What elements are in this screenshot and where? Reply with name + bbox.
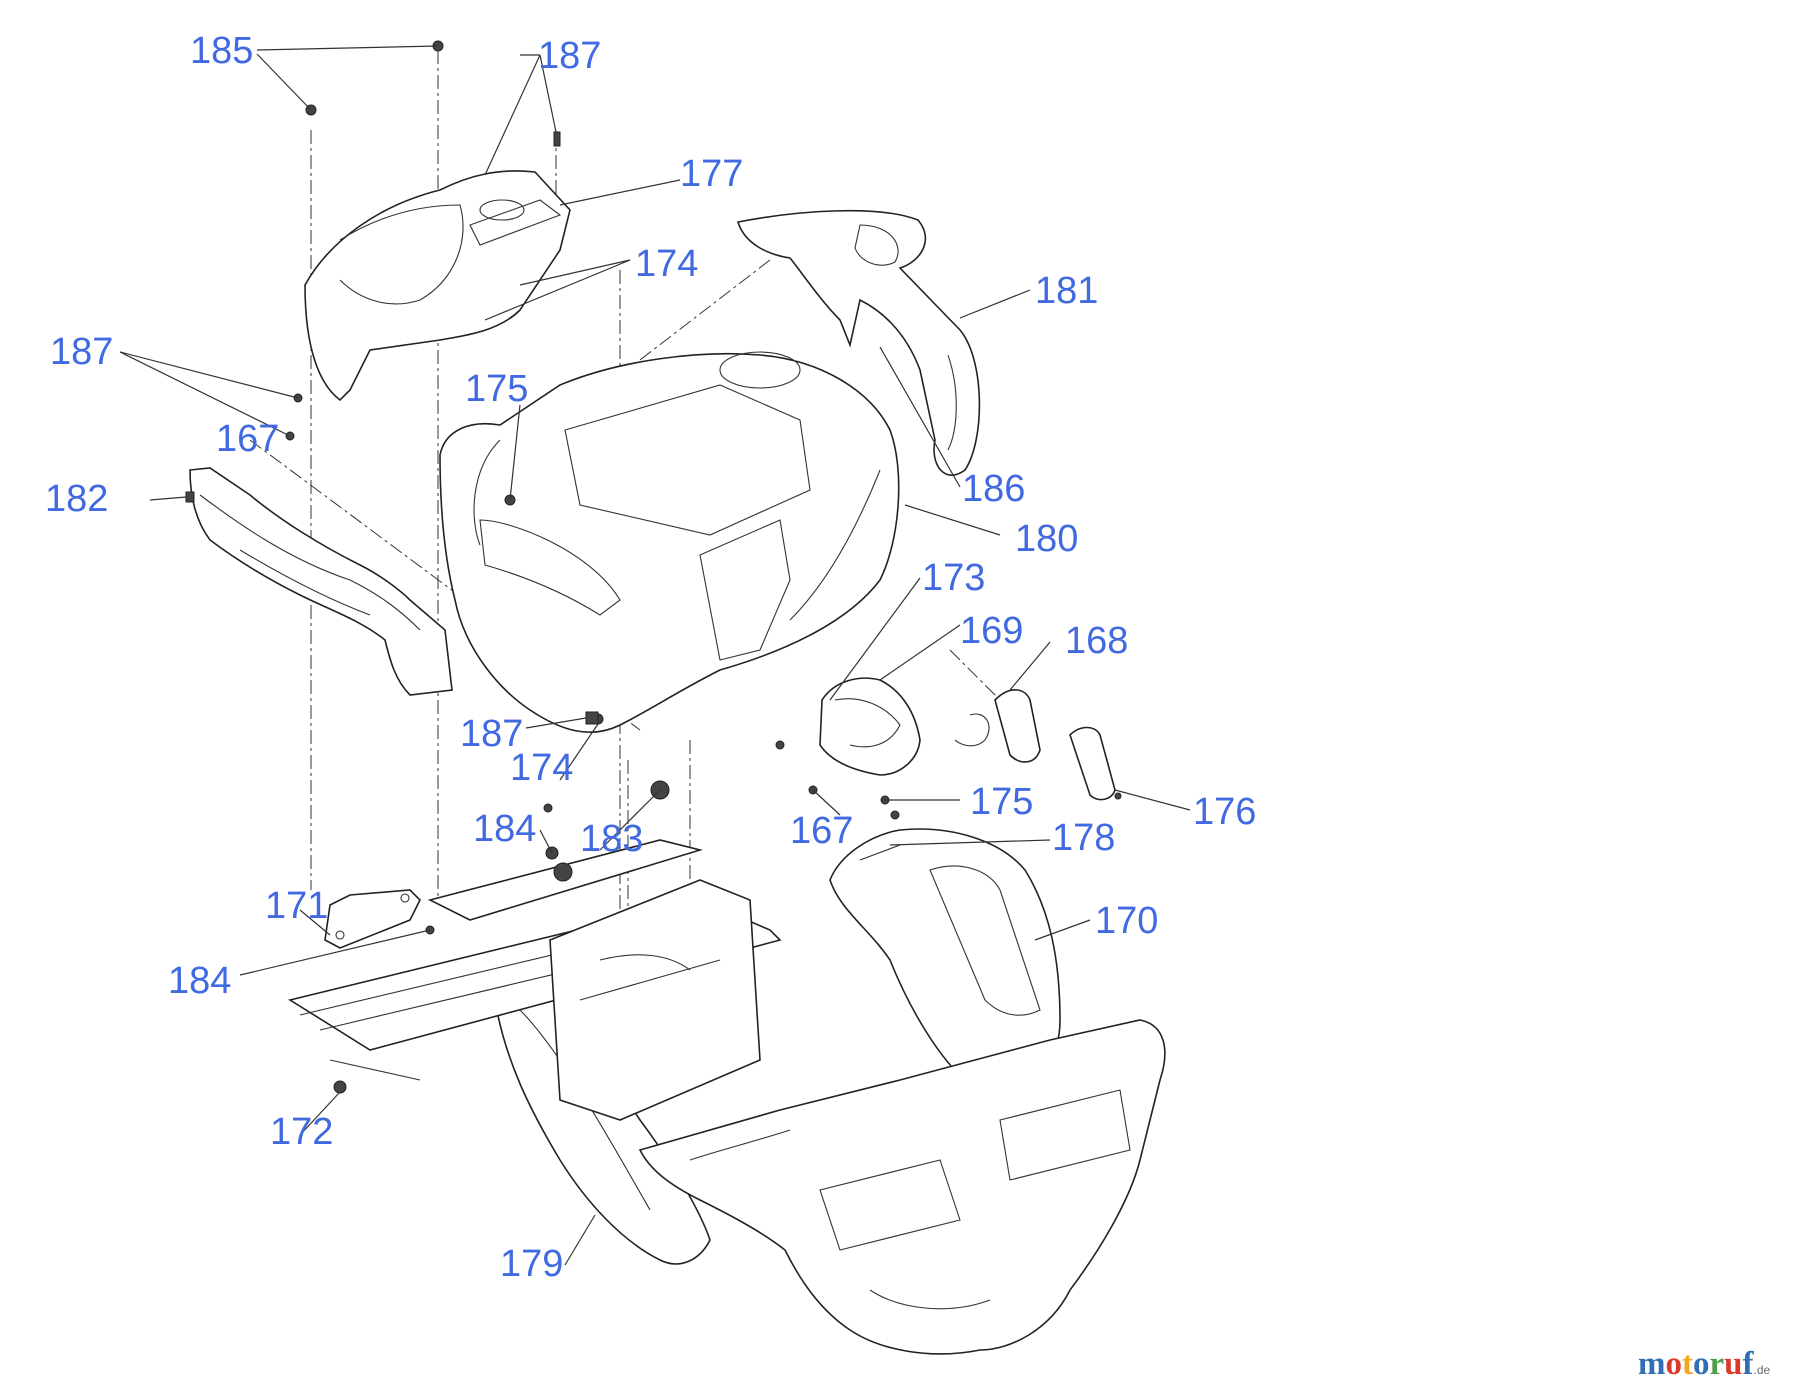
callout-179: 179	[500, 1243, 564, 1285]
part-181-upper-panel	[736, 209, 981, 476]
callout-169: 169	[960, 610, 1024, 652]
part-chassis-frame	[287, 839, 782, 1121]
part-180-hood	[439, 351, 900, 733]
part-168-bracket	[954, 689, 1041, 763]
callout-187: 187	[50, 331, 114, 373]
logo-letter: f	[1742, 1346, 1754, 1382]
callout-186: 186	[962, 468, 1026, 510]
callout-187: 187	[538, 35, 602, 77]
callout-172: 172	[270, 1111, 334, 1153]
part-170-column-cover	[829, 828, 1061, 1086]
part-176-knob	[1069, 726, 1116, 801]
logo-letter: r	[1709, 1346, 1725, 1382]
callout-171: 171	[265, 885, 329, 927]
callout-182: 182	[45, 478, 109, 520]
callout-167: 167	[216, 418, 280, 460]
callout-183: 183	[580, 818, 644, 860]
callout-173: 173	[922, 557, 986, 599]
callout-187: 187	[460, 713, 524, 755]
callout-185: 185	[190, 30, 254, 72]
callout-167: 167	[790, 810, 854, 852]
part-footrest	[638, 1019, 1166, 1355]
motoruf-logo: motoruf.de	[1638, 1346, 1770, 1383]
callout-176: 176	[1193, 791, 1257, 833]
logo-letter: m	[1638, 1346, 1666, 1382]
callout-175: 175	[465, 368, 529, 410]
logo-letter: o	[1693, 1346, 1710, 1382]
callout-184: 184	[168, 960, 232, 1002]
logo-suffix: .de	[1753, 1363, 1771, 1377]
callout-184: 184	[473, 808, 537, 850]
logo-letter: t	[1682, 1346, 1693, 1382]
callout-180: 180	[1015, 518, 1079, 560]
callout-178: 178	[1052, 817, 1116, 859]
leader-lines	[119, 45, 1191, 1266]
logo-letter: o	[1665, 1346, 1683, 1382]
callout-168: 168	[1065, 620, 1129, 662]
callout-174: 174	[510, 747, 574, 789]
part-upper-left-cover	[304, 170, 571, 402]
callout-177: 177	[680, 153, 744, 195]
callout-170: 170	[1095, 900, 1159, 942]
callout-181: 181	[1035, 270, 1099, 312]
callout-174: 174	[635, 243, 699, 285]
logo-letter: u	[1724, 1346, 1743, 1382]
part-182-side-rail	[189, 467, 453, 696]
part-169-console	[819, 677, 921, 776]
callout-175: 175	[970, 781, 1034, 823]
part-171-plate	[324, 889, 421, 949]
